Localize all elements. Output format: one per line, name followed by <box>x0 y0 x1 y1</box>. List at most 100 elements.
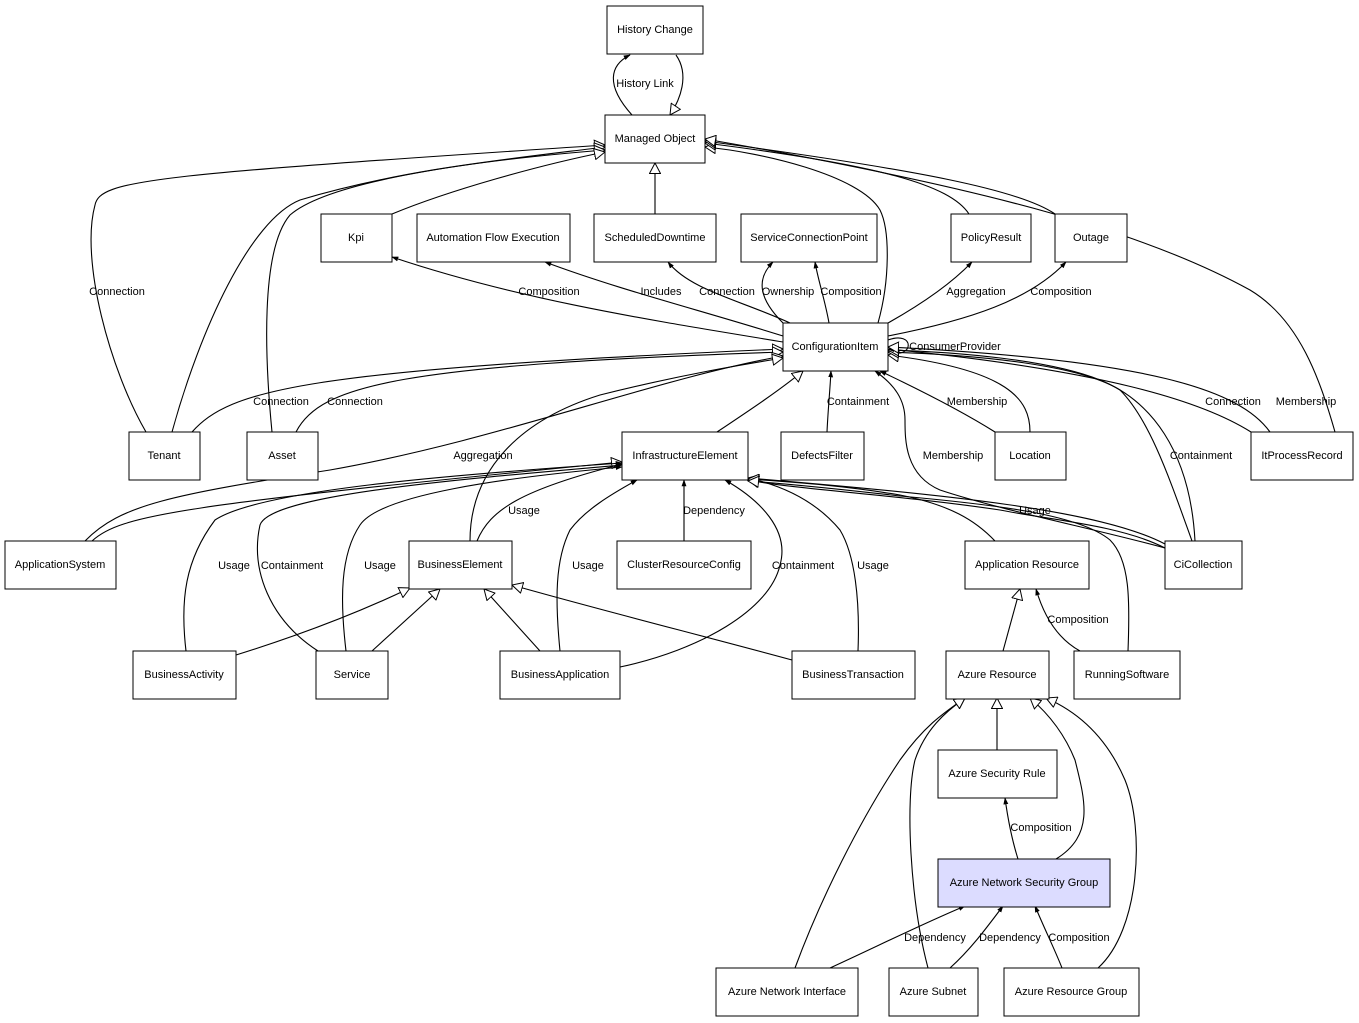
edge-label: Composition <box>1047 614 1108 626</box>
node-kpi[interactable]: Kpi <box>320 213 393 263</box>
edge-svc-ie-usage: Usage <box>341 465 623 652</box>
node-policy-result[interactable]: PolicyResult <box>950 213 1032 263</box>
edge-ipr-mo <box>705 139 1336 433</box>
node-application-system[interactable]: ApplicationSystem <box>4 540 117 590</box>
edge-loc-ci: Membership <box>879 370 1008 433</box>
edge-label: Usage <box>857 560 889 572</box>
edge-ar-ie <box>748 479 996 542</box>
svg-text:ScheduledDowntime: ScheduledDowntime <box>605 232 706 244</box>
svg-text:Tenant: Tenant <box>147 450 180 462</box>
edge-be-ci <box>469 358 783 542</box>
node-business-element[interactable]: BusinessElement <box>408 540 513 590</box>
svg-text:Asset: Asset <box>268 450 296 462</box>
edge-label: Connection <box>89 286 145 298</box>
edge-label: Composition <box>820 286 881 298</box>
svg-text:BusinessApplication: BusinessApplication <box>511 669 609 681</box>
edge-df-ci: Containment <box>826 370 889 433</box>
svg-text:DefectsFilter: DefectsFilter <box>791 450 853 462</box>
node-cluster-resource-config[interactable]: ClusterResourceConfig <box>616 540 752 590</box>
node-business-transaction[interactable]: BusinessTransaction <box>791 650 916 700</box>
edge-cic-ci: Membership <box>874 370 1166 549</box>
node-scheduled-downtime[interactable]: ScheduledDowntime <box>593 213 717 263</box>
node-azure-resource-group[interactable]: Azure Resource Group <box>1003 967 1140 1017</box>
node-azure-resource[interactable]: Azure Resource <box>945 650 1050 700</box>
edge-label: Composition <box>1010 822 1071 834</box>
svg-text:ConfigurationItem: ConfigurationItem <box>792 341 879 353</box>
svg-text:BusinessActivity: BusinessActivity <box>144 669 224 681</box>
edge-ci-scp-comp: Composition <box>813 261 882 324</box>
node-application-resource[interactable]: Application Resource <box>964 540 1090 590</box>
node-service-connection-point[interactable]: ServiceConnectionPoint <box>740 213 878 263</box>
node-outage[interactable]: Outage <box>1054 213 1128 263</box>
node-defects-filter[interactable]: DefectsFilter <box>780 431 865 481</box>
edge-svc-ie-cont: Containment <box>256 463 623 652</box>
edge-label: Includes <box>641 286 682 298</box>
edge-rs-ar: Composition <box>1035 588 1109 652</box>
svg-text:Azure Network Interface: Azure Network Interface <box>728 986 846 998</box>
edge-label: Containment <box>827 396 889 408</box>
svg-text:Managed Object: Managed Object <box>615 133 696 145</box>
svg-text:ItProcessRecord: ItProcessRecord <box>1261 450 1342 462</box>
node-infrastructure-element[interactable]: InfrastructureElement <box>621 431 749 481</box>
edge-label: Ownership <box>762 286 815 298</box>
svg-text:RunningSoftware: RunningSoftware <box>1085 669 1169 681</box>
edge-label: Membership <box>947 396 1008 408</box>
edge-label: Containment <box>772 560 834 572</box>
edge-label: Connection <box>327 396 383 408</box>
svg-text:Location: Location <box>1009 450 1051 462</box>
edge-ci-mo <box>705 147 888 324</box>
node-location[interactable]: Location <box>994 431 1067 481</box>
node-asset[interactable]: Asset <box>246 431 319 481</box>
edge-nsg-rule: Composition <box>1003 797 1072 860</box>
edge-label: Composition <box>1048 932 1109 944</box>
node-history-change[interactable]: History Change <box>606 5 704 55</box>
svg-text:PolicyResult: PolicyResult <box>961 232 1022 244</box>
edge-as-ie <box>91 462 622 542</box>
edge-bt-be <box>512 585 793 661</box>
edge-asset-mo <box>266 150 605 433</box>
node-ci-collection[interactable]: CiCollection <box>1164 540 1243 590</box>
edge-rg-nsg: Composition <box>1034 905 1110 969</box>
node-running-software[interactable]: RunningSoftware <box>1073 650 1181 700</box>
edge-ci-outage: Composition <box>887 261 1092 337</box>
node-business-application[interactable]: BusinessApplication <box>499 650 621 700</box>
node-it-process-record[interactable]: ItProcessRecord <box>1250 431 1354 481</box>
edge-ci-afe: Includes <box>544 261 784 337</box>
edge-tenant-ci: Connection <box>191 349 783 433</box>
node-azure-network-interface[interactable]: Azure Network Interface <box>715 967 859 1017</box>
edge-bapp-ie: Usage <box>556 479 638 652</box>
node-tenant[interactable]: Tenant <box>128 431 201 481</box>
node-azure-network-security-group[interactable]: Azure Network Security Group <box>937 858 1111 908</box>
svg-text:Azure Resource Group: Azure Resource Group <box>1015 986 1128 998</box>
svg-text:InfrastructureElement: InfrastructureElement <box>632 450 737 462</box>
node-automation-flow-execution[interactable]: Automation Flow Execution <box>416 213 571 263</box>
edge-label: Containment <box>261 560 323 572</box>
edge-pr-mo <box>705 143 970 215</box>
node-business-activity[interactable]: BusinessActivity <box>132 650 237 700</box>
edge-ie-ci <box>716 371 803 433</box>
edge-label: Connection <box>699 286 755 298</box>
edge-nic-nsg: Dependency <box>829 905 966 969</box>
node-azure-security-rule[interactable]: Azure Security Rule <box>937 749 1058 799</box>
edge-label: Connection <box>253 396 309 408</box>
node-managed-object[interactable]: Managed Object <box>604 114 706 164</box>
edge-ci-pr: Aggregation <box>887 261 1006 324</box>
edge-rg-azr <box>1046 698 1137 969</box>
node-configuration-item[interactable]: ConfigurationItem <box>782 322 889 372</box>
edge-cic-ie-inh <box>748 480 1166 549</box>
edge-ci-sd: Connection <box>667 261 791 324</box>
svg-text:Azure Resource: Azure Resource <box>958 669 1037 681</box>
svg-text:CiCollection: CiCollection <box>1174 559 1233 571</box>
edge-label: Dependency <box>979 932 1041 944</box>
edge-ci-scp-own: Ownership <box>761 261 815 324</box>
node-service[interactable]: Service <box>315 650 389 700</box>
svg-text:Kpi: Kpi <box>348 232 364 244</box>
node-azure-subnet[interactable]: Azure Subnet <box>888 967 979 1017</box>
edge-be-ie: Usage <box>476 463 623 542</box>
svg-text:Automation Flow Execution: Automation Flow Execution <box>426 232 559 244</box>
svg-text:Azure Subnet: Azure Subnet <box>900 986 967 998</box>
svg-text:Application Resource: Application Resource <box>975 559 1079 571</box>
edge-label: Aggregation <box>946 286 1005 298</box>
edge-label: Membership <box>1276 396 1337 408</box>
